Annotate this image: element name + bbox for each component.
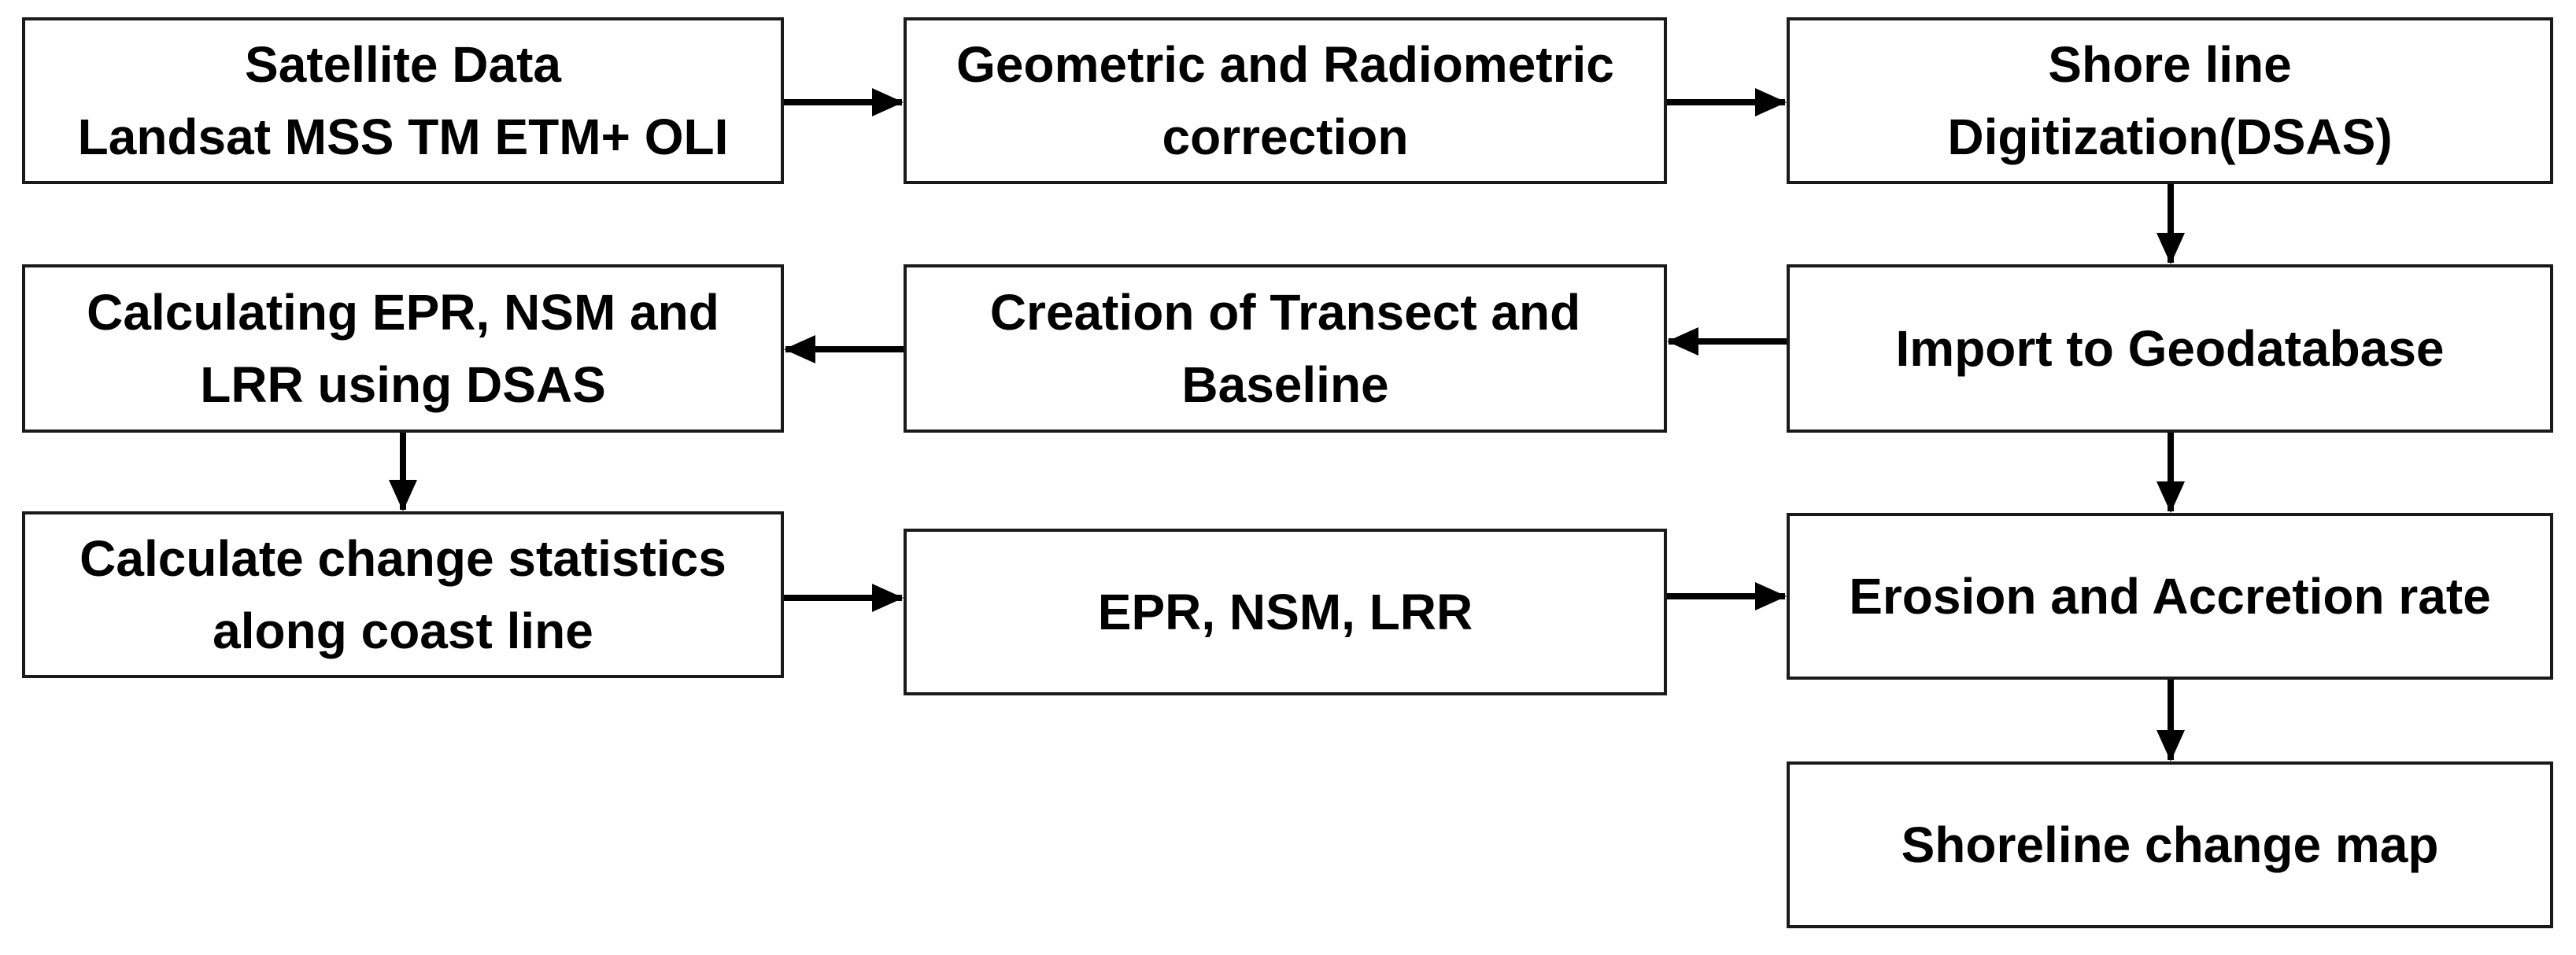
import-geodatabase-label: Import to Geodatabase — [1895, 320, 2445, 377]
transect-baseline-label: Creation of Transect and Baseline — [989, 284, 1581, 413]
import-geodatabase-box: Import to Geodatabase — [1787, 264, 2553, 433]
epr-nsm-lrr-label: EPR, NSM, LRR — [1097, 584, 1473, 640]
epr-nsm-lrr-box: EPR, NSM, LRR — [904, 529, 1667, 695]
calculating-dsas-box: Calculating EPR, NSM and LRR using DSAS — [22, 264, 784, 433]
correction-box: Geometric and Radiometric correction — [904, 17, 1667, 184]
shoreline-map-box: Shoreline change map — [1787, 761, 2553, 928]
satellite-data-label: Satellite Data Landsat MSS TM ETM+ OLI — [77, 36, 729, 165]
calculating-dsas-label: Calculating EPR, NSM and LRR using DSAS — [87, 284, 719, 413]
digitization-box: Shore line Digitization(DSAS) — [1787, 17, 2553, 184]
erosion-accretion-box: Erosion and Accretion rate — [1787, 513, 2553, 680]
transect-baseline-box: Creation of Transect and Baseline — [904, 264, 1667, 433]
correction-label: Geometric and Radiometric correction — [956, 36, 1614, 165]
digitization-label: Shore line Digitization(DSAS) — [1947, 36, 2393, 165]
erosion-accretion-label: Erosion and Accretion rate — [1849, 568, 2491, 625]
change-statistics-label: Calculate change statistics along coast … — [79, 530, 726, 659]
satellite-data-box: Satellite Data Landsat MSS TM ETM+ OLI — [22, 17, 784, 184]
shoreline-map-label: Shoreline change map — [1901, 817, 2439, 873]
change-statistics-box: Calculate change statistics along coast … — [22, 511, 784, 678]
